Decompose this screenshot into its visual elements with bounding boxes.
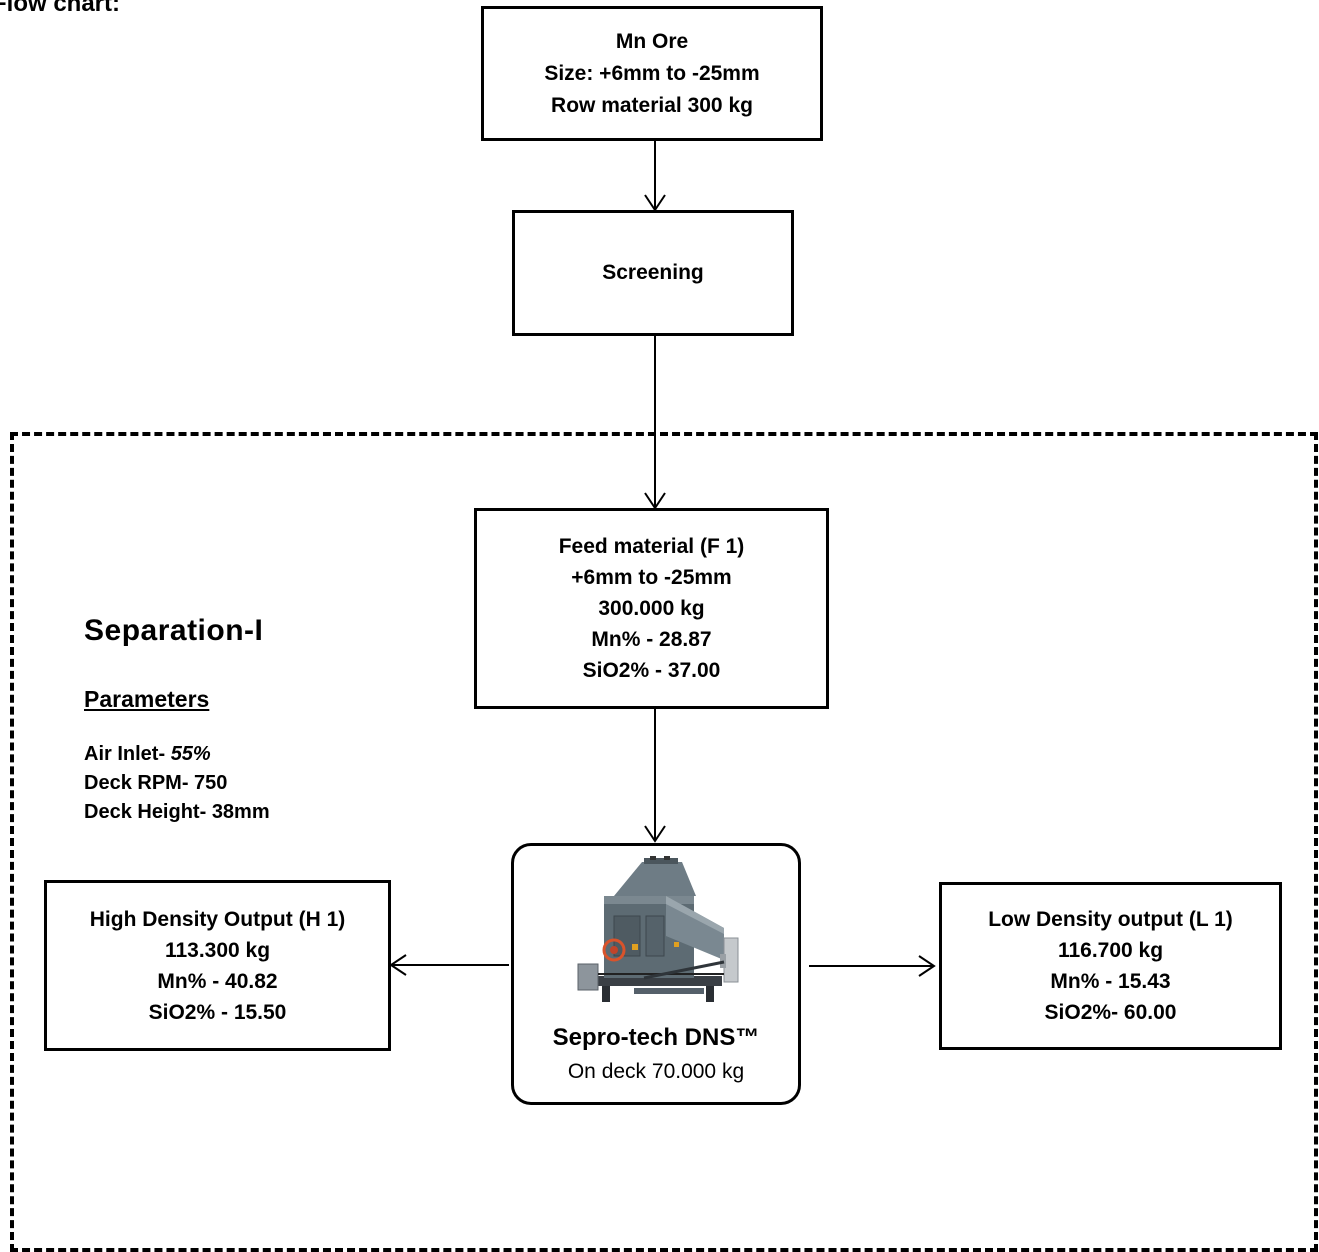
param-value: 55% (170, 743, 211, 765)
high-density-weight: 113.300 kg (164, 938, 271, 962)
separator-machine-box: Sepro-tech DNS™ On deck 70.000 kg (511, 843, 801, 1105)
arrowhead-high (389, 954, 407, 976)
flowchart-title: Flow chart: (0, 0, 121, 17)
separator-machine-icon (577, 856, 739, 1002)
low-density-title: Low Density output (L 1) (988, 908, 1233, 931)
high-density-title: High Density Output (H 1) (89, 907, 346, 931)
param-label: Air Inlet- (84, 743, 166, 765)
low-density-sio2: SiO2%- 60.00 (1044, 1001, 1177, 1024)
low-density-weight: 116.700 kg (1057, 939, 1164, 962)
raw-material-box: Mn Ore Size: +6mm to -25mm Row material … (481, 6, 823, 141)
parameters-list: Air Inlet- 55% Deck RPM- 750 Deck Height… (84, 740, 270, 827)
arrowhead-machine (644, 825, 666, 843)
param-deck-rpm: Deck RPM- 750 (84, 769, 270, 798)
high-density-mn: Mn% - 40.82 (157, 969, 278, 993)
parameters-heading: Parameters (84, 686, 210, 712)
raw-material-label: Mn Ore (615, 29, 689, 53)
param-air-inlet: Air Inlet- 55% (84, 740, 270, 769)
low-density-mn: Mn% - 15.43 (1050, 970, 1171, 993)
param-label: Deck RPM- (84, 772, 189, 794)
feed-sio2: SiO2% - 37.00 (582, 659, 721, 682)
raw-material-size: Size: +6mm to -25mm (544, 61, 760, 85)
feed-title: Feed material (F 1) (558, 535, 745, 558)
low-density-output-box: Low Density output (L 1) 116.700 kg Mn% … (939, 882, 1282, 1050)
raw-material-weight: Row material 300 kg (551, 93, 753, 117)
machine-subtitle: On deck 70.000 kg (567, 1060, 745, 1083)
high-density-sio2: SiO2% - 15.50 (148, 1000, 287, 1024)
feed-material-box: Feed material (F 1) +6mm to -25mm 300.00… (474, 508, 829, 709)
param-value: 38mm (211, 801, 270, 823)
arrowhead-low (918, 955, 936, 977)
param-value: 750 (194, 772, 228, 794)
feed-weight: 300.000 kg (598, 597, 705, 620)
feed-size: +6mm to -25mm (571, 566, 732, 589)
param-deck-height: Deck Height- 38mm (84, 798, 270, 827)
param-label: Deck Height- (84, 801, 207, 823)
high-density-output-box: High Density Output (H 1) 113.300 kg Mn%… (44, 880, 391, 1051)
feed-mn: Mn% - 28.87 (591, 628, 712, 651)
separation-title: Separation-I (84, 614, 264, 647)
machine-name: Sepro-tech DNS™ (552, 1024, 760, 1051)
screening-box: Screening (512, 210, 794, 336)
screening-label: Screening (602, 261, 704, 284)
